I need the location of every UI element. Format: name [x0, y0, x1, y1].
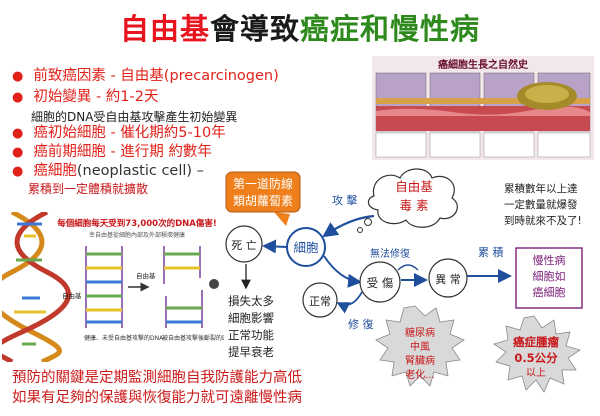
cell-label: 細胞 [293, 240, 319, 255]
years-note-line-1: 累積數年以上達 [504, 182, 578, 195]
dna-caption-healthy: 健康、未受自由基攻擊的DNA [84, 334, 164, 342]
bullet-1: ●前致癌因素 - 自由基(precarcinogen) [12, 68, 279, 84]
bottom-line-1: 預防的關鍵是定期監測細胞自我防護能力高低 [12, 370, 302, 386]
cancer-like-box [515, 247, 583, 309]
first-defense-label: 第一道防線 [233, 176, 293, 191]
chronic-line-1: 糖尿病 [405, 326, 435, 339]
bullet-2-note: 細胞的DNA受自由基攻擊產生初始變異 [31, 110, 238, 124]
loss-line-3: 正常功能 [228, 328, 274, 342]
flow-diagram: 第一道防線 類胡蘿蔔素 自由基 毒 素 攻 擊 細胞 死 亡 損失太多 細胞影響… [225, 168, 583, 393]
page-title: 自由基會導致癌症和慢性病 [0, 6, 600, 48]
injury-label: 受 傷 [367, 276, 394, 290]
normal-label: 正常 [309, 295, 331, 308]
chronic-line-3: 腎臟病 [405, 354, 435, 367]
cannot-repair-label: 無法修復 [370, 247, 410, 260]
free-radical-label: 自由基 [395, 179, 433, 194]
loss-line-2: 細胞影響 [228, 311, 274, 325]
cancer-like-line-3: 癌細胞 [533, 285, 566, 299]
accumulate-label: 累 積 [478, 245, 504, 259]
tumor-line-2: 0.5公分 [514, 351, 558, 365]
bullet-4: ●癌前期細胞 - 進行期 約數年 [12, 144, 212, 160]
injury-node [359, 261, 401, 303]
toxin-label: 毒 素 [400, 198, 429, 213]
dna-free-radical-label-2: 自由基 [136, 271, 156, 280]
death-node [225, 225, 263, 263]
normal-node [302, 282, 338, 318]
tumor-line-1: 癌症腫瘤 [513, 335, 559, 349]
chronic-line-4: 老化... [405, 368, 435, 381]
chronic-line-2: 中風 [410, 340, 430, 353]
dna-figure: 每個細胞每天受到73,000次的DNA傷害! 幸自由基從細胞內部及外部積壞健康 … [2, 212, 224, 362]
repair-label: 修 復 [348, 317, 374, 331]
abnormal-label: 異 常 [435, 273, 461, 286]
dna-caption-damaged: 被自由基攻擊後斷裂的DNA [162, 334, 224, 342]
tumor-burst [493, 315, 581, 393]
attack-label: 攻 擊 [332, 193, 358, 207]
years-note-line-3: 到時就來不及了! [504, 214, 582, 227]
death-label: 死 亡 [231, 238, 257, 252]
carotenoid-label: 類胡蘿蔔素 [233, 194, 293, 208]
dna-headline: 每個細胞每天受到73,000次的DNA傷害! [57, 218, 216, 229]
tumor-line-3: 以上 [526, 367, 546, 379]
abnormal-node [428, 258, 468, 298]
title-part-diseases: 癌症和慢性病 [300, 12, 481, 46]
cancer-growth-figure: 癌細胞生長之自然史 [372, 56, 594, 160]
dna-subhead: 幸自由基從細胞內部及外部積壞健康 [89, 231, 185, 239]
bullet-2: ●初始變異 - 約1-2天 [12, 89, 159, 105]
loss-line-4: 提早衰老 [228, 345, 274, 359]
bullet-3: ●癌初始細胞 - 催化期約5-10年 [12, 125, 226, 141]
cancer-like-line-2: 細胞如 [533, 269, 566, 283]
years-note-line-2: 一定數量就爆發 [504, 198, 578, 211]
cancer-figure-title: 癌細胞生長之自然史 [438, 58, 529, 71]
cancer-like-line-1: 慢性病 [533, 253, 566, 267]
first-defense-box [225, 171, 301, 213]
chronic-disease-burst [375, 305, 465, 387]
bullet-5: ●癌細胞(neoplastic cell) – [12, 163, 204, 179]
bullet-5-note: 累積到一定體積就擴散 [28, 182, 149, 196]
title-part-free-radical: 自由基 [119, 12, 210, 46]
bottom-line-2: 如果有足夠的保護與恢復能力就可遠離慢性病 [12, 390, 302, 406]
dna-free-radical-label: 自由基 [62, 291, 82, 300]
free-radical-cloud: 自由基 毒 素 [367, 168, 458, 228]
title-part-cause: 會導致 [209, 12, 300, 46]
loss-line-1: 損失太多 [228, 294, 274, 308]
